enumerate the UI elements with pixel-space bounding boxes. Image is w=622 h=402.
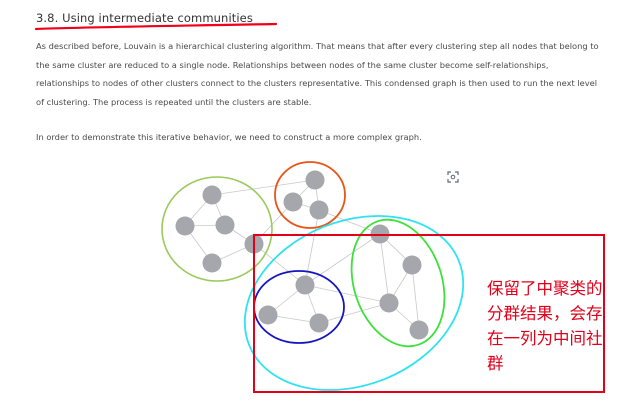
graph-node (258, 305, 278, 325)
graph-node (379, 293, 399, 313)
graph-node (283, 192, 303, 212)
orange-cluster-circle (274, 161, 346, 229)
section-heading: 3.8. Using intermediate communities (36, 11, 253, 25)
red-highlight-box (253, 234, 605, 393)
lime-cluster-ellipse (350, 218, 446, 348)
graph-node (305, 170, 325, 190)
cyan-cluster-ellipse (243, 215, 465, 391)
graph-node (402, 255, 422, 275)
section-paragraph-2: In order to demonstrate this iterative b… (36, 132, 422, 142)
section-paragraph-1: As described before, Louvain is a hierar… (36, 41, 599, 107)
graph-node (295, 275, 315, 295)
expand-graph-icon (447, 171, 459, 183)
graph-node (202, 253, 222, 273)
graph-node (175, 216, 195, 236)
graph-node (215, 215, 235, 235)
graph-node (409, 320, 429, 340)
annotation-note: 保留了中聚类的分群结果，会存在一列为中间社群 (487, 279, 603, 373)
graph-node (202, 185, 222, 205)
graph-node (309, 200, 329, 220)
graph-node (309, 313, 329, 333)
expand-graph-button[interactable] (444, 168, 462, 186)
green-cluster-circle (161, 176, 273, 282)
graph-nodes (175, 170, 429, 340)
